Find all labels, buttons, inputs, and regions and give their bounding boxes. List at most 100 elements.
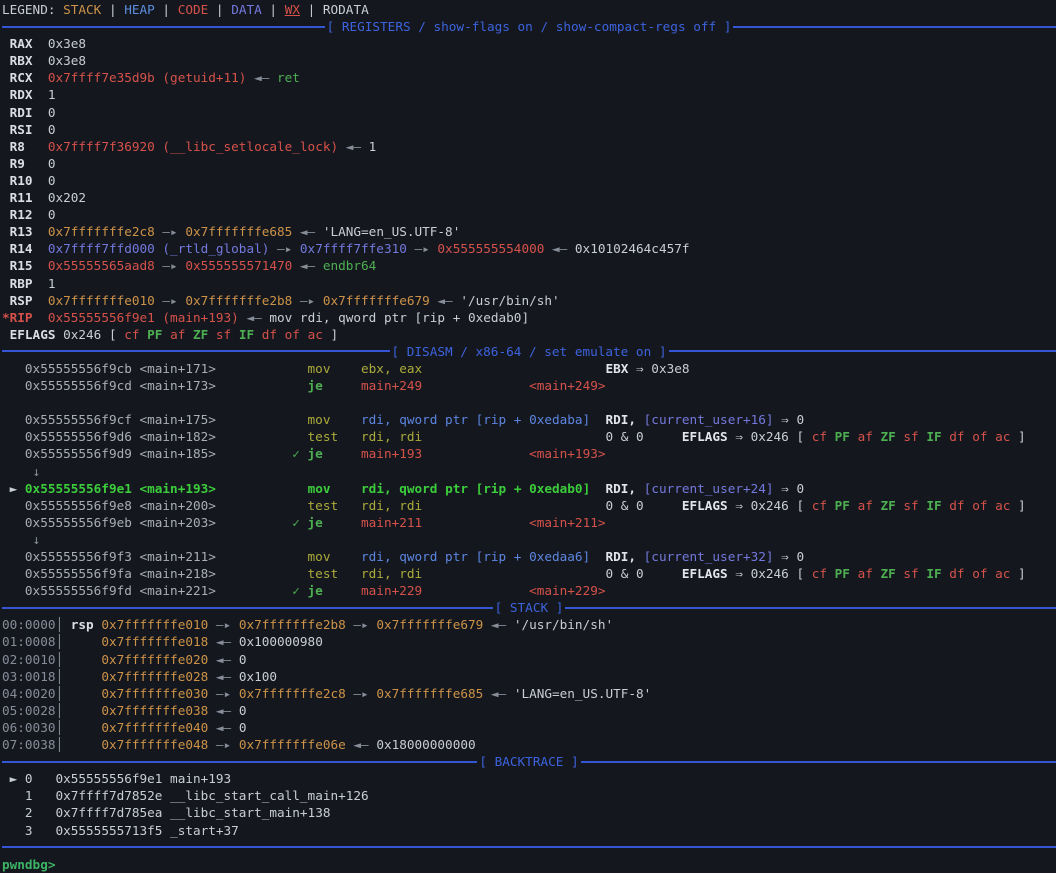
- seg-reg: R10: [2, 172, 48, 188]
- seg-purple: [current_user+16]: [643, 412, 774, 428]
- separator-line: [2, 606, 493, 609]
- seg-d: 0x7ffff7d7852e __libc_start_call_main+12…: [55, 788, 369, 804]
- prompt-line[interactable]: pwndbg>: [2, 856, 1056, 873]
- bottom-separator: [2, 839, 1056, 856]
- seg-gold: 0x7fffffffe040: [101, 719, 216, 735]
- stack-row-1: 01:0008│ 0x7fffffffe018 ◄— 0x100000980: [2, 633, 1056, 650]
- seg-d: 0x10102464c457f: [574, 241, 690, 257]
- backtrace-section-title: [ BACKTRACE ]: [479, 754, 579, 770]
- seg-reg: R13: [2, 224, 48, 240]
- seg-dim: 0x55555556f9e8 <main+200>: [2, 497, 308, 513]
- seg-fs: IF: [926, 429, 950, 445]
- seg-fs: ZF: [880, 429, 904, 445]
- points-to-arrow-icon: —▸: [353, 685, 377, 701]
- seg-d: ]: [1010, 429, 1026, 445]
- seg-gold: 0x7fffffffe685: [185, 224, 300, 240]
- seg-fs: IF: [238, 326, 262, 342]
- seg-d: [422, 429, 605, 444]
- seg-olive: rdi, rdi: [361, 497, 423, 513]
- seg-fu: of: [972, 566, 996, 582]
- seg-reg: RAX: [2, 36, 48, 52]
- seg-fu: af: [857, 566, 881, 582]
- seg-bw: RDI,: [605, 480, 637, 496]
- points-to-arrow-icon: —▸: [353, 617, 377, 633]
- register-r15: R15 0x55555565aad8 —▸ 0x555555571470 ◄— …: [2, 257, 1056, 274]
- seg-d: 0: [238, 651, 247, 667]
- seg-d: 0 & 0: [605, 566, 682, 582]
- register-r10: R10 0: [2, 172, 1056, 189]
- seg-d: 0: [47, 104, 56, 120]
- seg-red: main+211: [361, 514, 423, 530]
- seg-fu: df: [949, 429, 973, 445]
- seg-d: [422, 361, 605, 376]
- separator-line: [2, 350, 390, 353]
- register-r11: R11 0x202: [2, 189, 1056, 206]
- dereference-arrow-icon: ◄—: [490, 617, 514, 633]
- seg-d: [422, 446, 529, 461]
- seg-d: [590, 481, 605, 496]
- dereference-arrow-icon: ◄—: [215, 719, 239, 735]
- jump-flow-arrow-icon: ↓: [2, 463, 41, 479]
- seg-gold: 0x7fffffffe2b8: [185, 292, 300, 308]
- disasm-section-title: [ DISASM / x86-64 / set emulate on ]: [391, 343, 667, 359]
- seg-d: [636, 412, 644, 427]
- seg-reg: RSI: [2, 121, 48, 137]
- current-frame-marker-icon: ►: [9, 771, 18, 787]
- seg-dim: 0x55555556f9cb <main+171>: [2, 360, 308, 376]
- seg-d: 0: [17, 771, 56, 787]
- seg-reg: R8: [2, 138, 48, 154]
- seg-d: ]: [322, 326, 339, 342]
- stack-section-title: [ STACK ]: [494, 600, 564, 616]
- seg-fs: ZF: [192, 326, 216, 342]
- seg-red: main+249: [361, 378, 423, 394]
- seg-d: 1: [2, 788, 56, 804]
- dereference-arrow-icon: ◄—: [246, 309, 270, 325]
- seg-d: 0: [238, 719, 247, 735]
- seg-reg: R15: [2, 258, 48, 274]
- stack-panel: 00:0000│ rsp 0x7fffffffe010 —▸ 0x7ffffff…: [2, 616, 1056, 753]
- seg-fs: ZF: [880, 566, 904, 582]
- seg-d: |: [299, 2, 323, 17]
- seg-fu: sf: [215, 326, 239, 342]
- seg-red: 0x7ffff7e35d9b (getuid+11): [47, 70, 255, 86]
- register-r9: R9 0: [2, 155, 1056, 172]
- seg-gray: 04:0020│: [2, 685, 102, 701]
- seg-olive: ebx, eax: [361, 360, 423, 376]
- seg-d: mov rdi, qword ptr [rip + 0xedab0]: [269, 309, 530, 325]
- seg-opblue: rdi, qword ptr [rip + 0xedaa6]: [361, 549, 591, 564]
- seg-gray: 02:0010│: [2, 651, 102, 667]
- stack-row-0: 00:0000│ rsp 0x7fffffffe010 —▸ 0x7ffffff…: [2, 616, 1056, 633]
- seg-d: 0x246 [: [63, 326, 125, 342]
- seg-d: 0x3e8: [47, 53, 87, 69]
- registers-section-title: [ REGISTERS / show-flags on / show-compa…: [326, 19, 732, 35]
- seg-red: <main+211>: [529, 514, 606, 530]
- seg-fu: sf: [903, 566, 927, 582]
- seg-gold: 0x7fffffffe685: [376, 685, 491, 701]
- dereference-arrow-icon: ◄—: [215, 668, 239, 684]
- seg-d: [2, 771, 10, 786]
- seg-fu: df: [949, 497, 973, 513]
- seg-red: 0x555555571470: [185, 258, 300, 274]
- seg-d: 0x3e8: [47, 36, 87, 52]
- seg-fu: cf: [124, 326, 148, 342]
- seg-fu: of: [972, 429, 996, 445]
- seg-d: 3: [2, 822, 56, 838]
- dereference-arrow-icon: ◄—: [490, 685, 514, 701]
- dereference-arrow-icon: ◄—: [215, 634, 239, 650]
- branch-taken-check-icon: ✓: [292, 583, 308, 599]
- register-r8: R8 0x7ffff7f36920 (__libc_setlocale_lock…: [2, 138, 1056, 155]
- seg-reg: R12: [2, 207, 48, 223]
- seg-d: [422, 515, 529, 530]
- disasm-main-175: 0x55555556f9cf <main+175> mov rdi, qword…: [2, 411, 1056, 428]
- points-to-arrow-icon: —▸: [162, 224, 186, 240]
- prompt-label[interactable]: pwndbg>: [2, 856, 64, 872]
- seg-d: ⇒ 0x246 [: [727, 497, 812, 513]
- seg-dim: 0x55555556f9cf <main+175>: [2, 412, 308, 428]
- seg-purple: 0x7ffff7ffd000 (_rtld_global): [47, 241, 277, 257]
- seg-purple: [current_user+32]: [643, 549, 774, 564]
- points-to-arrow-icon: —▸: [277, 241, 300, 257]
- seg-gold: 0x7fffffffe020: [101, 651, 216, 667]
- disasm-main-203: 0x55555556f9eb <main+203> ✓ je main+211 …: [2, 514, 1056, 531]
- seg-gold: 0x7fffffffe679: [322, 292, 438, 308]
